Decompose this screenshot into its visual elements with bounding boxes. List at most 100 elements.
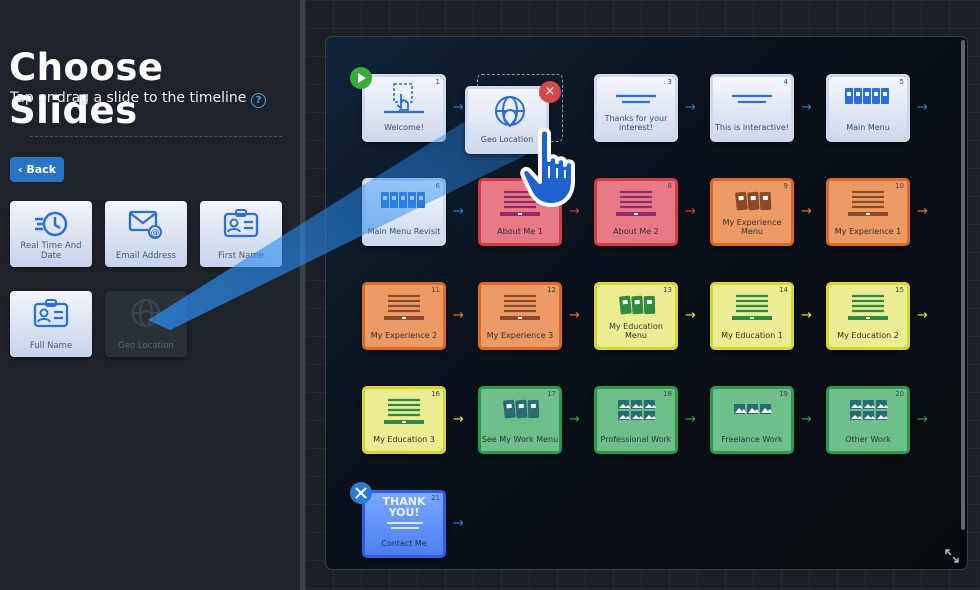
slide-label: My Experience 1 [834,227,902,236]
slide-label: See My Work Menu [481,435,559,444]
hand-cursor-icon [520,127,575,207]
slide-number: 16 [431,390,440,398]
connector-arrow-icon: → [917,204,928,219]
connector-arrow-icon: → [917,308,928,323]
slide-number: 9 [783,182,788,190]
connector-arrow-icon: → [685,100,696,115]
text-icon [848,294,888,320]
timeline-slide[interactable]: 11 My Experience 2 [362,282,446,350]
slide-number: 15 [895,286,904,294]
timeline-slide[interactable]: 10 My Experience 1 [826,178,910,246]
timeline-slide[interactable]: 1 Welcome! [362,74,446,142]
slide-label: About Me 2 [613,227,659,236]
slide-number: 6 [435,182,440,190]
back-button-label: Back [26,163,57,176]
pin-icon[interactable] [350,482,372,504]
slide-label: My Education Menu [608,322,663,340]
slide-label: Thanks for your interest! [604,114,668,132]
slide-label: My Education 2 [837,331,899,340]
text-icon [500,294,540,320]
connector-arrow-icon: → [453,308,464,323]
connector-arrow-icon: → [685,412,696,427]
slide-number: 4 [783,78,788,86]
gallery3-icon [734,404,772,414]
slide-label: My Experience Menu [722,218,782,236]
timeline-slide[interactable]: 8 About Me 2 [594,178,678,246]
text-icon [848,190,888,216]
slide-number: 14 [779,286,788,294]
connector-arrow-icon: → [801,204,812,219]
connector-arrow-icon: → [685,204,696,219]
lines-icon [616,94,656,104]
text-icon [732,294,772,320]
slide-label: Freelance Work [721,435,783,444]
connector-arrow-icon: → [453,204,464,219]
text-icon [616,190,656,216]
delete-icon[interactable]: × [539,81,561,103]
page-subtitle: Tap or drag a slide to the timeline [10,90,247,106]
menu-icon [381,192,425,208]
timeline-slide[interactable]: 14 My Education 1 [710,282,794,350]
slide-label: Welcome! [384,123,424,132]
play-icon[interactable] [350,67,372,89]
slide-number: 8 [667,182,672,190]
template-real-time-and-date[interactable]: Real Time And Date [10,201,92,267]
slide-number: 20 [895,390,904,398]
timeline-scrollbar[interactable] [961,40,965,530]
slide-number: 11 [431,286,440,294]
back-button[interactable]: ‹ Back [10,157,64,182]
page-title: Choose Slides [9,46,164,132]
slide-label: About Me 1 [497,227,543,236]
divider-lines-icon [387,522,423,529]
text-icon [384,398,424,424]
globe-pin-icon [495,96,525,128]
slide-label: Other Work [845,435,891,444]
help-icon[interactable]: ? [251,93,266,108]
slide-label: This is interactive! [715,123,789,132]
slide-label: My Experience 2 [370,331,438,340]
menu-icon [845,88,889,104]
template-label: Email Address [115,251,177,261]
template-first-name[interactable]: First Name [200,201,282,267]
id-card-icon [223,209,259,238]
dragged-slide-geo-location[interactable]: 2 Geo Location [465,86,549,154]
text-icon [384,294,424,320]
slide-label: Main Menu [846,123,890,132]
connector-arrow-icon: → [801,412,812,427]
slide-label: Geo Location [480,135,534,144]
touch-icon [384,83,424,114]
cards-icon [619,295,656,315]
id-card-icon [33,299,69,328]
slide-label: Contact Me [381,539,427,548]
timeline-slide[interactable]: 12 My Experience 3 [478,282,562,350]
lines-icon [732,94,772,104]
timeline-slide[interactable]: 16 My Education 3 [362,386,446,454]
connector-arrow-icon: → [569,412,580,427]
template-geo-location[interactable]: Geo Location [105,291,187,357]
slide-label: Main Menu Revisit [367,227,441,236]
svg-text:@: @ [151,229,160,239]
template-label: Real Time And Date [20,241,82,261]
timeline-slide[interactable]: 9 My Experience Menu [710,178,794,246]
connector-arrow-icon: → [569,308,580,323]
expand-icon[interactable] [944,548,960,564]
slide-label: Professional Work [600,435,672,444]
timeline-slide[interactable]: 15 My Education 2 [826,282,910,350]
gallery-icon [618,400,656,420]
cards-icon [503,399,540,419]
thank-you-icon: THANK YOU! [382,495,426,519]
connector-arrow-icon: → [453,412,464,427]
template-full-name[interactable]: Full Name [10,291,92,357]
template-email-address[interactable]: @ Email Address [105,201,187,267]
slide-number: 10 [895,182,904,190]
